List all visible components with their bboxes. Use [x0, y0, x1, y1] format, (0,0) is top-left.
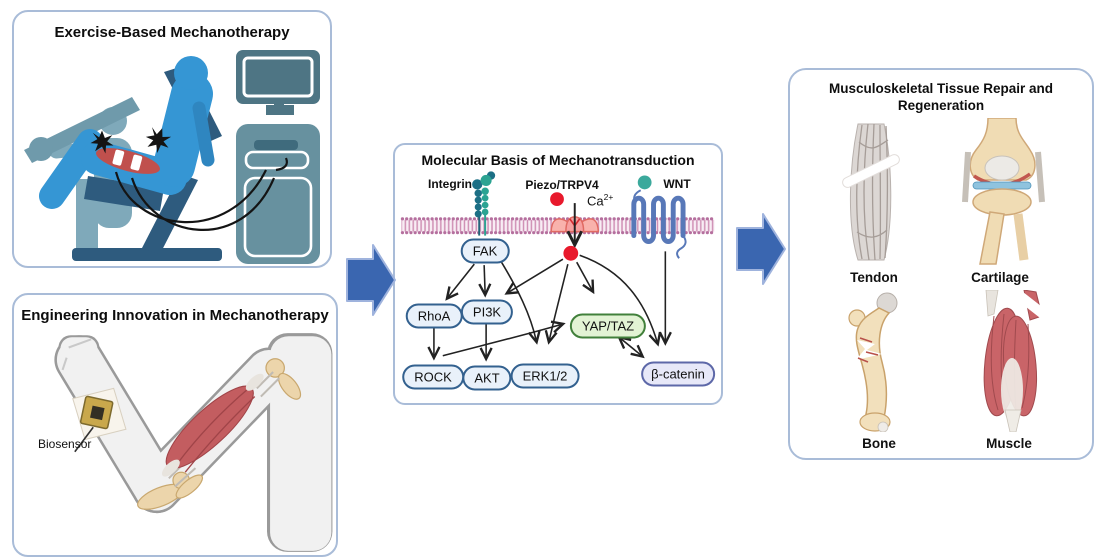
thigh-muscle-electrodes [96, 148, 160, 174]
electrode-cables [114, 157, 288, 231]
calcium-ion-extracellular [550, 192, 564, 207]
lever-bar [24, 97, 140, 163]
arrow-ca-erk [544, 263, 569, 345]
engineering-panel: Engineering Innovation in Mechanotherapy [12, 293, 338, 557]
node-erk: ERK1/2 [510, 363, 580, 389]
calcium-label-base: Ca [587, 193, 604, 209]
arrow-ca-pi3k [504, 258, 564, 295]
node-fak: FAK [460, 238, 510, 264]
outcome-panel: Musculoskeletal Tissue Repair and Regene… [788, 68, 1094, 460]
molecular-panel: Molecular Basis of Mechanotransduction [393, 143, 723, 405]
arrow-fak-rhoa [445, 263, 475, 301]
integrin-receptor-icon [472, 171, 496, 236]
flow-arrow-left-to-middle [346, 244, 396, 316]
calcium-ion-intracellular [563, 245, 579, 261]
cartilage-illustration [962, 118, 1045, 265]
signaling-pathway-svg [400, 171, 716, 362]
arrow-fak-erk [500, 260, 541, 345]
node-beta-catenin: β-catenin [641, 361, 715, 387]
engineering-panel-title: Engineering Innovation in Mechanotherapy [21, 307, 329, 324]
node-rock: ROCK [402, 364, 464, 390]
calcium-label-sup: 2+ [603, 192, 614, 202]
arrow-ca-yaptaz [576, 261, 595, 295]
bone-illustration [848, 292, 898, 432]
flow-arrow-middle-to-right [736, 213, 786, 285]
wnt-label: WNT [663, 177, 691, 191]
outcome-panel-title-line1: Musculoskeletal Tissue Repair and [828, 81, 1054, 96]
piezo-trpv4-label: Piezo/TRPV4 [525, 178, 599, 192]
muscle-illustration [983, 290, 1048, 432]
arrow-fak-pi3k [478, 265, 492, 298]
exercise-panel-title: Exercise-Based Mechanotherapy [54, 24, 290, 41]
molecular-panel-title: Molecular Basis of Mechanotransduction [421, 152, 695, 168]
bone-label: Bone [862, 436, 896, 451]
outcome-panel-title-line2: Regeneration [897, 98, 985, 113]
biosensor-pointer-line [74, 426, 94, 453]
node-rhoa: RhoA [405, 303, 463, 329]
tendon-illustration [842, 123, 900, 261]
biosensor-patch [72, 387, 127, 441]
calcium-label: Ca2+ [587, 192, 613, 208]
biceps-muscle [161, 373, 264, 477]
tendon-label: Tendon [850, 270, 898, 285]
pathway-arrows [427, 251, 672, 362]
cartilage-label: Cartilage [971, 270, 1029, 285]
impact-starburst-icons [90, 127, 172, 154]
wnt-ligand-icon [637, 175, 652, 190]
exercise-machine-illustration [24, 50, 320, 264]
arrow-ca-bcatenin [579, 254, 662, 347]
piezo-trpv4-channel-icon [550, 216, 600, 233]
wnt-receptor-icon [631, 175, 687, 259]
muscle-label: Muscle [986, 436, 1032, 451]
arrow-yaptaz-bcatenin [617, 335, 645, 359]
node-yap-taz: YAP/TAZ [569, 313, 647, 339]
exercise-panel: Exercise-Based Mechanotherapy [12, 10, 332, 268]
arrow-rock-yaptaz [442, 320, 566, 357]
biosensor-label: Biosensor [38, 437, 92, 451]
node-pi3k: PI3K [460, 299, 514, 325]
integrin-label: Integrin [428, 177, 472, 191]
arm-biosensor-illustration [54, 333, 333, 552]
stimulation-machine [236, 50, 320, 264]
node-akt: AKT [462, 365, 512, 391]
